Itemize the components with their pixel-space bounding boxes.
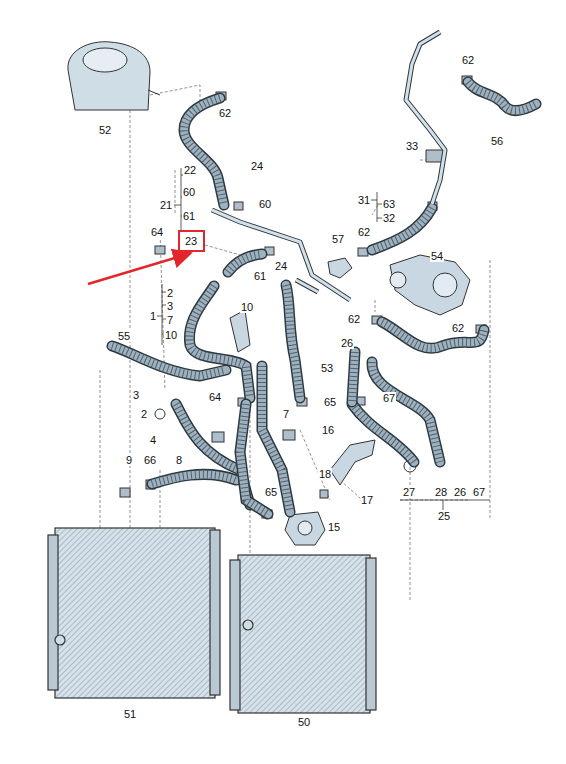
connector-57 (328, 258, 352, 278)
callout-number: 61 (182, 210, 196, 222)
callout-number: 10 (240, 301, 254, 313)
callout-number: 54 (430, 250, 444, 262)
callout-number: 57 (331, 233, 345, 245)
callout-number: 32 (382, 212, 396, 224)
callout-number: 66 (143, 454, 157, 466)
callout-number: 4 (149, 434, 157, 446)
callout-number: 3 (166, 300, 174, 312)
leader-lines (100, 85, 490, 600)
callout-number: 7 (166, 314, 174, 326)
callout-number: 60 (182, 186, 196, 198)
callout-number: 23 (185, 235, 198, 247)
callout-number: 65 (323, 396, 337, 408)
callout-number: 62 (347, 313, 361, 325)
expansion-tank (68, 42, 160, 110)
callout-number: 2 (166, 287, 174, 299)
callout-number: 17 (360, 494, 374, 506)
callout-number: 8 (175, 454, 183, 466)
callout-number: 62 (357, 226, 371, 238)
callout-number: 52 (98, 124, 112, 136)
callout-number: 2 (140, 408, 148, 420)
callout-number: 27 (402, 486, 416, 498)
hoses (112, 82, 536, 514)
bracket-10 (230, 310, 250, 352)
brackets (155, 168, 490, 510)
callout-number: 64 (208, 391, 222, 403)
callout-number: 24 (274, 260, 288, 272)
callout-number: 26 (340, 337, 354, 349)
callout-number: 31 (357, 194, 371, 206)
callout-number: 7 (282, 408, 290, 420)
callout-number: 16 (321, 424, 335, 436)
callout-number: 24 (250, 160, 264, 172)
callout-number: 18 (318, 468, 332, 480)
callout-number: 62 (461, 54, 475, 66)
callout-number: 62 (451, 322, 465, 334)
callout-number: 21 (159, 199, 173, 211)
callout-number: 28 (434, 486, 448, 498)
callout-number: 33 (405, 140, 419, 152)
callout-number: 1 (149, 310, 157, 322)
callout-number: 10 (164, 329, 178, 341)
callout-number: 65 (264, 486, 278, 498)
callout-number: 50 (297, 716, 311, 728)
callout-number: 61 (253, 270, 267, 282)
callout-number: 56 (490, 135, 504, 147)
callout-number: 51 (123, 708, 137, 720)
callout-number: 60 (258, 198, 272, 210)
callout-number: 55 (117, 330, 131, 342)
callout-number: 25 (437, 510, 451, 522)
callout-number: 63 (382, 198, 396, 210)
callout-number: 15 (327, 521, 341, 533)
pointer-arrow (88, 254, 188, 284)
clips (120, 76, 486, 518)
thermostat-housing-54 (390, 255, 470, 315)
callout-number: 3 (132, 389, 140, 401)
callout-number: 64 (150, 226, 164, 238)
callout-number: 22 (183, 164, 197, 176)
callout-number: 9 (125, 454, 133, 466)
callout-number: 26 (453, 486, 467, 498)
callout-number: 53 (320, 362, 334, 374)
radiator-50 (230, 555, 376, 713)
radiator-51 (48, 528, 220, 698)
callout-number: 67 (382, 392, 396, 404)
highlight-box: 23 (178, 230, 205, 252)
callout-number: 62 (218, 107, 232, 119)
bracket-16 (330, 440, 375, 485)
callout-number: 67 (472, 486, 486, 498)
metal-pipes (212, 32, 445, 300)
